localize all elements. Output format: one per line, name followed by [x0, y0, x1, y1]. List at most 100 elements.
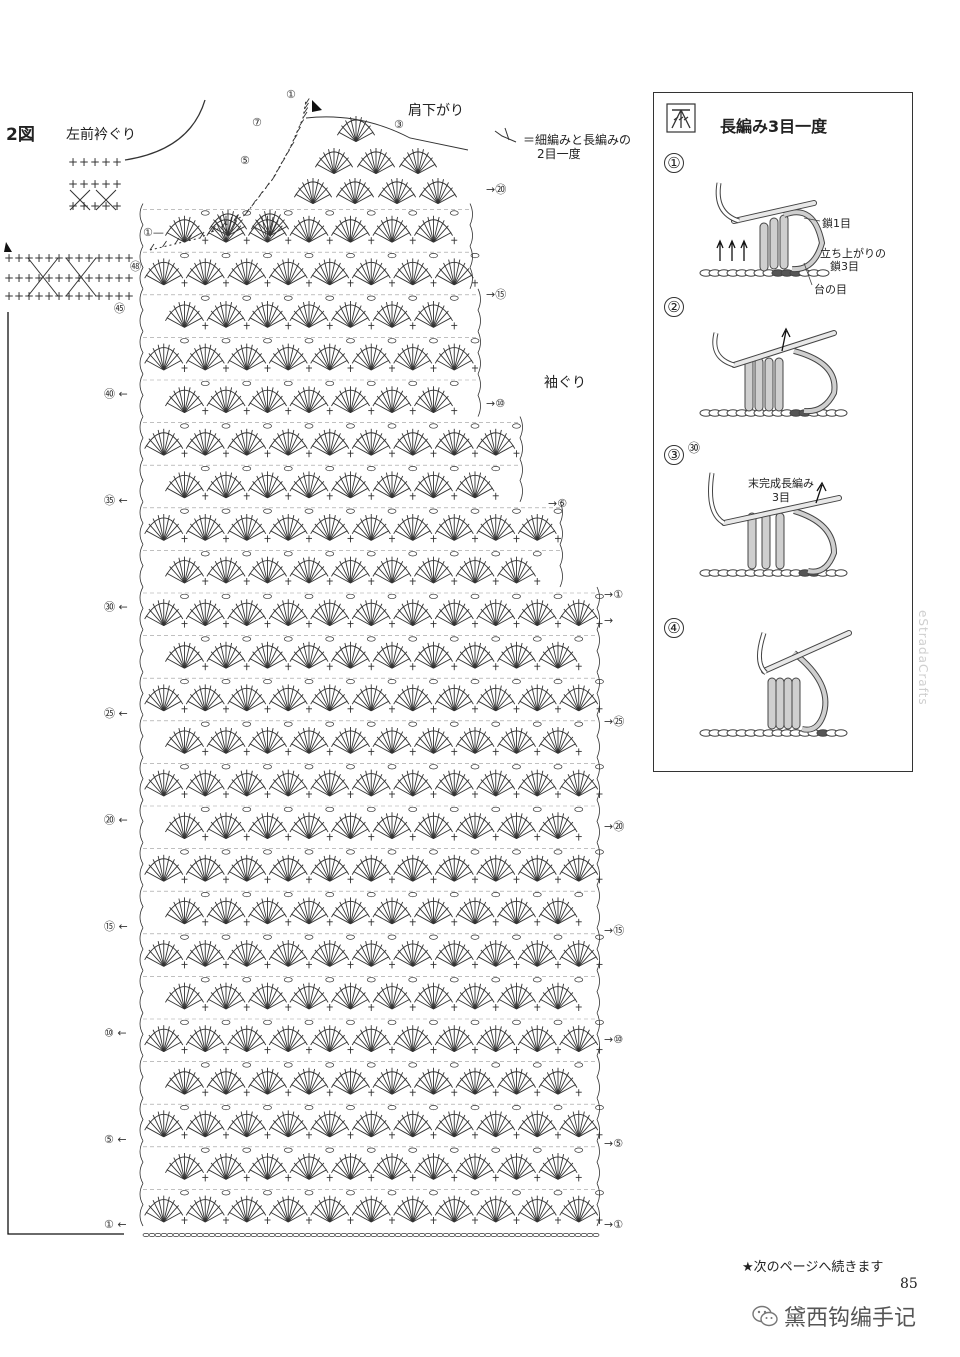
chain-oval: [221, 764, 231, 770]
fan-motif: [476, 1025, 516, 1052]
fan-motif: [538, 726, 578, 754]
fan-motif: [414, 641, 453, 669]
fan-motif: [331, 1067, 370, 1095]
foundation-chain: [472, 1233, 480, 1237]
edge-chain-left: [139, 672, 144, 715]
foundation-chain: [322, 1233, 330, 1237]
chain-oval: [325, 380, 335, 386]
chain-oval: [304, 1019, 314, 1025]
fan-motif: [206, 812, 246, 839]
right-row-number-neck-5: ⑤: [240, 154, 250, 167]
chain-oval: [221, 1105, 231, 1111]
chain-oval: [304, 934, 314, 940]
fan-motif: [517, 513, 557, 541]
left-row-number-35: ㉟ ←: [104, 494, 128, 507]
chain-oval: [366, 1062, 376, 1068]
chain-oval: [387, 849, 397, 855]
chain-oval: [449, 1062, 459, 1068]
legend-symbol-text-2: 2目一度: [537, 147, 581, 161]
chain-oval: [242, 551, 252, 557]
fan-motif: [434, 854, 474, 882]
edge-chain-left: [139, 373, 144, 417]
callout-leader: [803, 262, 813, 286]
chain-oval: [408, 892, 418, 898]
sc-symbol: +: [4, 251, 14, 265]
fan-motif: [227, 428, 267, 456]
edge-chain-right: [596, 672, 600, 715]
fan-motif: [248, 386, 287, 413]
edge-chain-left: [139, 203, 144, 247]
chain-oval: [429, 1105, 438, 1111]
fan-motif: [227, 939, 267, 967]
chain-oval: [221, 679, 231, 685]
fan-motif: [414, 726, 453, 754]
chain-oval: [283, 1062, 293, 1068]
fan-motif: [414, 556, 453, 584]
foundation-chain: [388, 1233, 396, 1237]
fan-motif: [165, 812, 204, 839]
chain-oval: [449, 551, 459, 557]
fan-motif: [144, 1110, 184, 1138]
chain-oval: [470, 1019, 480, 1025]
edge-chain-right: [469, 203, 473, 247]
right-row-number-armhole-10: →⑩: [486, 397, 505, 410]
neck-stitch-tick: [149, 243, 155, 251]
chain-oval: [429, 593, 438, 599]
fan-motif: [185, 343, 225, 371]
foundation-chain: [484, 1233, 492, 1237]
foundation-chain: [358, 1233, 366, 1237]
fan-motif: [289, 641, 329, 669]
cross-stitch-mark: [27, 257, 97, 297]
chain-oval: [387, 338, 397, 344]
fan-motif: [434, 769, 474, 797]
fan-motif: [208, 210, 248, 236]
edge-chain-right: [596, 586, 600, 630]
neck-stitch-tick: [222, 220, 227, 227]
fan-motif: [393, 684, 433, 712]
right-row-number-10: →⑩: [604, 1033, 623, 1046]
chain-oval: [221, 1019, 231, 1025]
edge-chain-right: [596, 757, 600, 801]
sc-symbol: +: [124, 271, 134, 285]
foundation-chain: [400, 1233, 408, 1237]
sc-symbol: +: [34, 271, 44, 285]
fan-motif: [227, 769, 267, 797]
foundation-chain: [376, 1233, 384, 1237]
foundation-chain: [148, 1233, 156, 1237]
callout-turning-chain-2: 鎖3目: [830, 260, 859, 273]
fan-motif: [476, 769, 516, 797]
foundation-chain: [382, 1233, 390, 1237]
right-row-number-shoulder-1: ①: [286, 88, 296, 101]
fan-motif: [248, 1067, 287, 1095]
chain-oval: [512, 508, 521, 514]
fan-motif: [314, 148, 354, 174]
chain-oval: [408, 295, 418, 301]
chain-oval: [532, 892, 542, 898]
chain-oval: [304, 593, 314, 599]
yarn-loop: [782, 209, 826, 273]
fan-motif: [268, 769, 308, 797]
chain-oval: [449, 977, 459, 983]
working-yarn: [709, 472, 725, 525]
chain-oval: [408, 1147, 418, 1153]
sc-symbol: +: [84, 289, 94, 303]
chain-oval: [491, 636, 501, 642]
fan-motif: [455, 471, 495, 499]
chain-oval: [387, 423, 397, 429]
chain-oval: [242, 1147, 252, 1153]
fan-motif: [165, 300, 204, 328]
edge-chain-right: [559, 544, 563, 588]
chain-oval: [491, 1062, 501, 1068]
fan-motif: [248, 726, 287, 754]
piece-outline: [7, 312, 124, 1235]
chain-oval: [346, 593, 355, 599]
fan-motif: [455, 1067, 495, 1095]
sc-symbol: +: [74, 271, 84, 285]
sc-symbol: +: [124, 289, 134, 303]
foundation-chain: [196, 1233, 204, 1237]
chain-oval: [180, 934, 189, 940]
chain-oval: [263, 764, 272, 770]
chain-oval: [221, 1190, 231, 1196]
direction-arrow: [815, 481, 827, 504]
chain-oval: [512, 1105, 521, 1111]
